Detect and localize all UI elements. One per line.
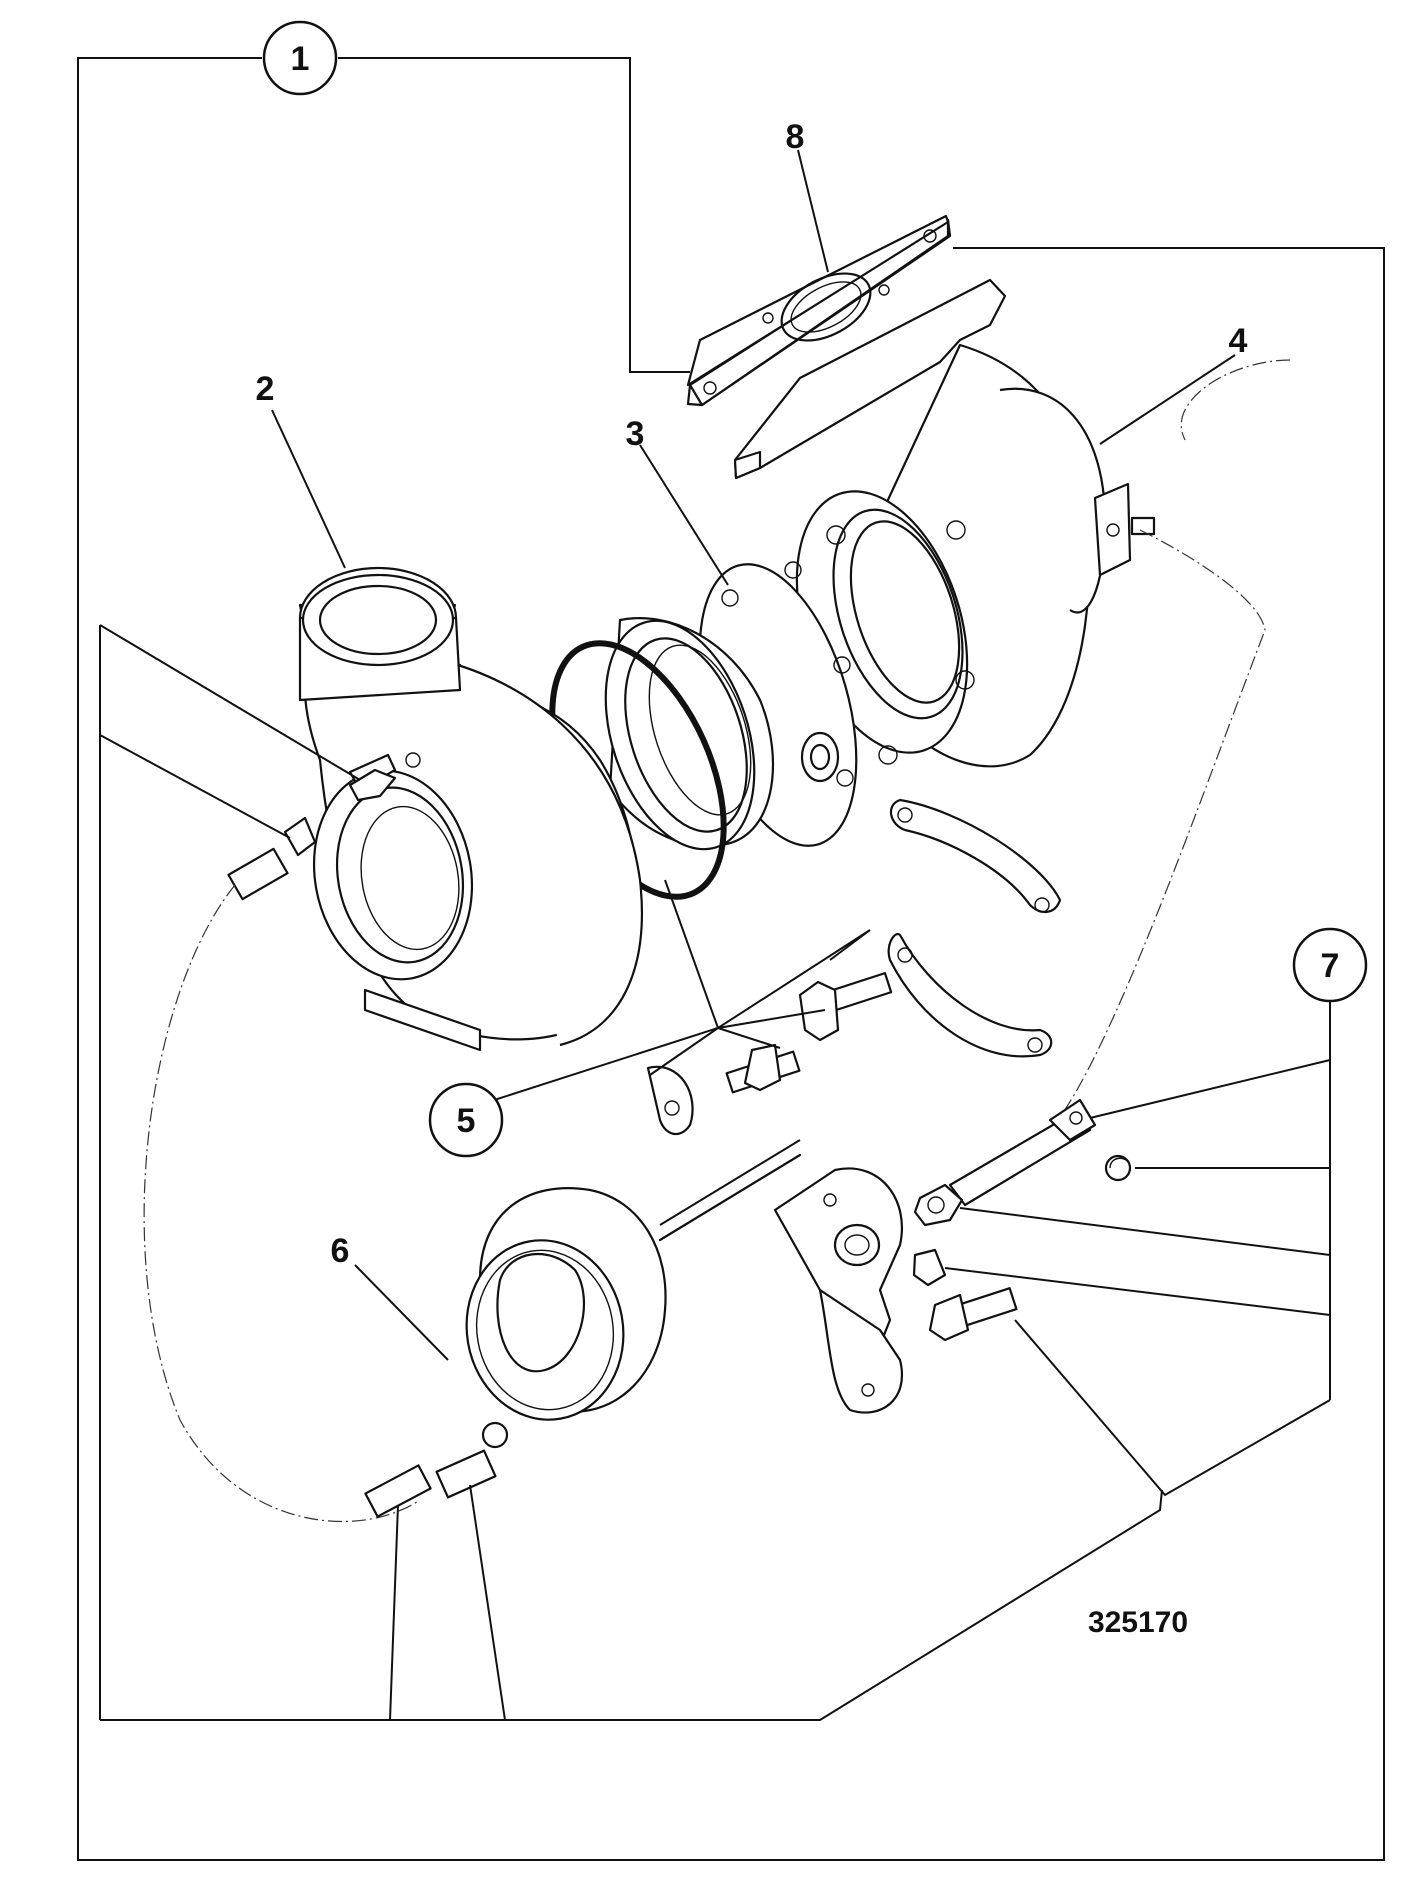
callout-2-label[interactable]: 2 xyxy=(256,370,275,408)
hose-fitting-icon xyxy=(227,768,497,1499)
callout-5-label: 5 xyxy=(457,1102,476,1140)
compressor-housing-icon xyxy=(298,566,643,1052)
actuator-bracket-icon xyxy=(773,1167,903,1414)
assembly-frame xyxy=(77,57,1385,1861)
callout-5[interactable]: 5 xyxy=(428,1082,504,1158)
wastegate-actuator-icon xyxy=(364,1139,802,1518)
callout-1[interactable]: 1 xyxy=(262,20,338,96)
drawing-reference-number: 325170 xyxy=(1088,1606,1188,1639)
gasket-icon xyxy=(686,214,952,407)
callout-4-label[interactable]: 4 xyxy=(1229,322,1248,360)
center-housing-icon xyxy=(604,561,858,851)
bolt-icon xyxy=(725,972,893,1094)
callout-1-label: 1 xyxy=(291,40,310,78)
callout-8-label[interactable]: 8 xyxy=(786,118,805,156)
callout-7-label: 7 xyxy=(1321,947,1340,985)
callout-6-label[interactable]: 6 xyxy=(331,1232,350,1270)
callout-3-label[interactable]: 3 xyxy=(626,415,645,453)
clamp-plate-icon xyxy=(646,798,1062,1136)
callout-7[interactable]: 7 xyxy=(1292,927,1368,1003)
actuator-rod-icon xyxy=(912,1098,1132,1342)
